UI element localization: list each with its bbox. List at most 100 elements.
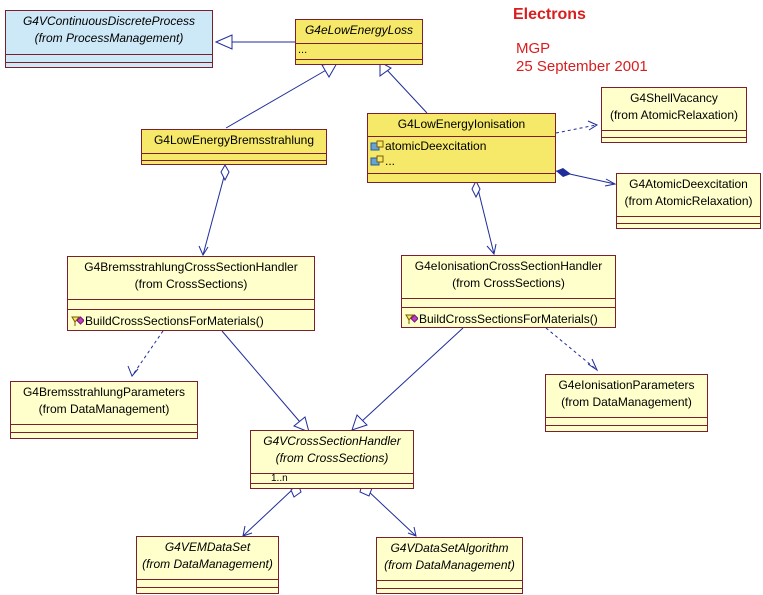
- class-name: G4VContinuousDiscreteProcess: [22, 14, 196, 28]
- public-operation-icon: [71, 316, 84, 326]
- public-operation-icon: [405, 314, 418, 324]
- class-package: (from ProcessManagement): [34, 31, 184, 45]
- class-ionisation-cross-section-handler[interactable]: G4eIonisationCrossSectionHandler (from C…: [401, 255, 616, 328]
- dependency-bremshandler-to-params: [131, 330, 164, 377]
- operation-compartment: BuildCrossSectionsForMaterials(): [68, 309, 314, 332]
- attribute-compartment: [602, 130, 746, 137]
- date-label: 25 September 2001: [516, 58, 648, 75]
- class-bremsstrahlung-parameters[interactable]: G4BremsstrahlungParameters (from DataMan…: [10, 381, 198, 439]
- class-package: (from CrossSections): [134, 277, 248, 291]
- class-name: G4BremsstrahlungCrossSectionHandler: [84, 260, 298, 274]
- diamond-2: [471, 179, 481, 199]
- class-package: (from AtomicRelaxation): [624, 194, 753, 208]
- arrowhead-open-5: [127, 365, 139, 377]
- operation-compartment: [602, 137, 746, 145]
- class-package: (from DataManagement): [384, 558, 515, 572]
- class-bremsstrahlung-cross-section-handler[interactable]: G4BremsstrahlungCrossSectionHandler (fro…: [67, 256, 315, 331]
- class-low-energy-ionisation[interactable]: G4LowEnergyIonisation atomicDeexcitation…: [367, 113, 556, 183]
- class-continuous-discrete-process[interactable]: G4VContinuousDiscreteProcess (from Proce…: [5, 10, 213, 68]
- operation-row[interactable]: BuildCrossSectionsForMaterials(): [402, 312, 615, 327]
- operation-compartment: [137, 587, 278, 595]
- class-low-energy-bremsstrahlung[interactable]: G4LowEnergyBremsstrahlung: [141, 129, 327, 165]
- attribute-compartment: [6, 54, 212, 62]
- operation-compartment: [368, 173, 555, 183]
- operation-compartment: BuildCrossSectionsForMaterials(): [402, 307, 615, 329]
- operation-compartment: [617, 223, 760, 231]
- aggregation-cshandler-to-emdata: [242, 489, 293, 537]
- arrowhead-gen-4: [293, 416, 310, 433]
- author-label: MGP: [516, 40, 551, 57]
- generalization-brems-to-loss: [225, 68, 329, 129]
- attribute-compartment: [402, 298, 615, 307]
- dependency-ion-to-shell: [555, 124, 597, 134]
- class-shell-vacancy[interactable]: G4ShellVacancy (from AtomicRelaxation): [601, 87, 747, 143]
- class-low-energy-loss[interactable]: G4eLowEnergyLoss ...: [295, 19, 423, 65]
- class-atomic-deexcitation[interactable]: G4AtomicDeexcitation (from AtomicRelaxat…: [616, 173, 761, 229]
- dependency-ionhandler-to-params: [545, 327, 598, 371]
- attribute-compartment: [11, 424, 197, 432]
- attribute-row: ...: [298, 44, 308, 56]
- multiplicity-label: 1..n: [271, 473, 288, 484]
- operation-compartment: [11, 432, 197, 440]
- class-name: G4BremsstrahlungParameters: [22, 385, 186, 399]
- arrowhead-open-3: [198, 245, 209, 257]
- class-data-set-algorithm[interactable]: G4VDataSetAlgorithm (from DataManagement…: [376, 537, 523, 594]
- arrowhead-open-4: [486, 243, 497, 256]
- diamond-filled: [556, 168, 571, 177]
- diamond-1: [220, 163, 230, 182]
- attribute-compartment: [68, 299, 314, 309]
- class-name: G4VEMDataSet: [164, 540, 251, 554]
- operation-compartment: [546, 425, 707, 433]
- class-cross-section-handler[interactable]: G4VCrossSectionHandler (from CrossSectio…: [250, 430, 414, 489]
- class-ionisation-parameters[interactable]: G4eIonisationParameters (from DataManage…: [545, 374, 708, 432]
- attribute-name: ...: [385, 154, 396, 168]
- operation-compartment: [251, 483, 413, 490]
- class-name: G4ShellVacancy: [630, 91, 718, 105]
- operation-name: BuildCrossSectionsForMaterials(): [85, 314, 264, 328]
- generalization-bremshandler-to-cshandler: [221, 330, 301, 423]
- class-package: (from CrossSections): [452, 276, 565, 290]
- attribute-compartment: atomicDeexcitation ...: [368, 136, 555, 173]
- attribute-compartment: [617, 216, 760, 223]
- attribute-compartment: [142, 153, 326, 160]
- diagram-title: Electrons: [513, 6, 586, 23]
- class-name: G4VCrossSectionHandler: [263, 434, 401, 448]
- class-name: G4eIonisationCrossSectionHandler: [414, 259, 603, 273]
- class-name: G4VDataSetAlgorithm: [390, 541, 509, 555]
- attribute-row[interactable]: ...: [368, 154, 555, 169]
- aggregation-ion-to-ionhandler: [476, 184, 495, 255]
- generalization-ionhandler-to-cshandler: [360, 327, 464, 423]
- class-name: G4LowEnergyIonisation: [397, 117, 526, 131]
- class-package: (from CrossSections): [275, 451, 389, 465]
- protected-attribute-icon: [370, 140, 384, 151]
- protected-attribute-icon: [370, 155, 384, 166]
- attribute-name: atomicDeexcitation: [385, 139, 487, 153]
- arrowhead-gen-5: [351, 414, 368, 431]
- attribute-compartment: [137, 579, 278, 587]
- arrowhead-open-1: [587, 120, 599, 131]
- class-name: G4eLowEnergyLoss: [304, 23, 414, 37]
- attribute-row[interactable]: atomicDeexcitation: [368, 139, 555, 154]
- arrowhead-open-8: [407, 526, 417, 537]
- class-name: G4eIonisationParameters: [558, 378, 695, 392]
- class-package: (from AtomicRelaxation): [609, 108, 739, 122]
- attribute-compartment: ...: [296, 43, 422, 59]
- generalization-ion-to-loss: [386, 69, 428, 114]
- operation-row[interactable]: BuildCrossSectionsForMaterials(): [68, 314, 314, 329]
- arrowhead-gen-1: [214, 34, 233, 50]
- aggregation-brems-to-bremshandler: [202, 172, 226, 256]
- operation-compartment: [6, 62, 212, 71]
- aggregation-cshandler-to-algo: [366, 489, 417, 537]
- operation-compartment: [296, 59, 422, 66]
- class-name: G4AtomicDeexcitation: [629, 177, 748, 191]
- class-package: (from DataManagement): [142, 557, 273, 571]
- class-em-data-set[interactable]: G4VEMDataSet (from DataManagement): [136, 536, 279, 594]
- arrowhead-open-2: [604, 178, 617, 187]
- arrowhead-gen-3: [379, 61, 392, 77]
- class-package: (from DataManagement): [561, 395, 692, 409]
- class-package: (from DataManagement): [38, 402, 170, 416]
- attribute-compartment: [546, 417, 707, 425]
- class-name: G4LowEnergyBremsstrahlung: [153, 133, 315, 147]
- arrowhead-open-6: [587, 358, 599, 372]
